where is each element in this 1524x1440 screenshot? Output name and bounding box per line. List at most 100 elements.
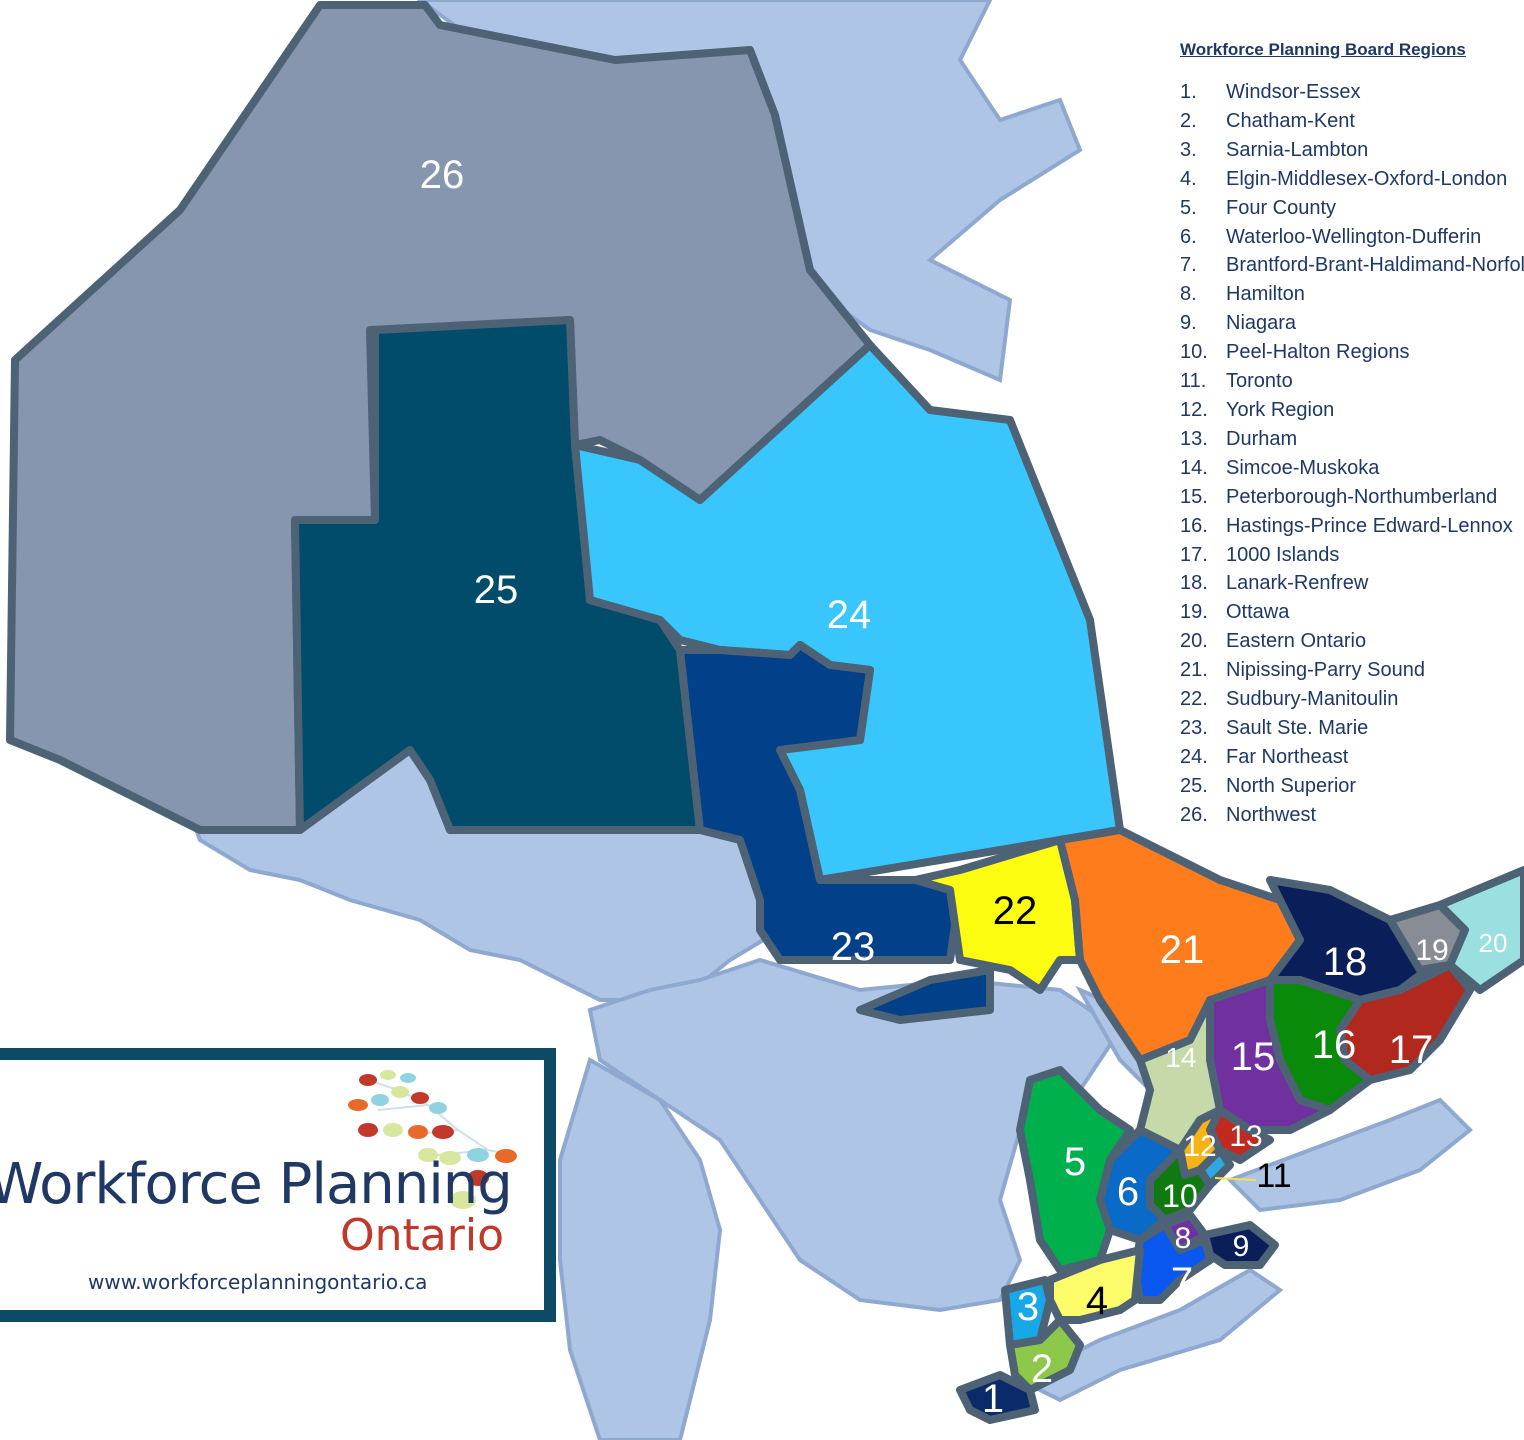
region-label-2: 2 <box>1031 1347 1053 1391</box>
legend-item-number: 6. <box>1180 225 1197 248</box>
region-legend: Workforce Planning Board Regions 1. Winds… <box>1180 40 1524 830</box>
region-labels: 26 25 24 23 22 21 18 19 20 17 16 15 14 1… <box>420 153 1508 1421</box>
legend-item-number: 13. <box>1180 427 1208 450</box>
region-label-12: 12 <box>1183 1130 1216 1163</box>
region-label-23: 23 <box>831 925 876 969</box>
legend-item: 3.Sarnia-Lambton <box>1180 136 1524 165</box>
legend-item-number: 19. <box>1180 601 1208 624</box>
legend-item: 12. York Region <box>1180 396 1524 425</box>
legend-item-name: Far Northeast <box>1226 745 1349 768</box>
region-label-10: 10 <box>1162 1178 1198 1214</box>
legend-item: 19. Ottawa <box>1180 598 1524 627</box>
lake-michigan <box>558 1057 723 1440</box>
legend-item-number: 4. <box>1180 167 1197 190</box>
legend-item-name: 1000 Islands <box>1226 543 1340 566</box>
region-label-15: 15 <box>1231 1035 1276 1079</box>
legend-item-name: Sault Ste. Marie <box>1226 716 1369 739</box>
region-label-8: 8 <box>1175 1222 1192 1255</box>
legend-item-number: 15. <box>1180 485 1208 508</box>
legend-item-number: 26. <box>1180 803 1208 826</box>
region-label-14: 14 <box>1165 1042 1196 1073</box>
legend-item-name: Niagara <box>1226 312 1297 335</box>
region-label-17: 17 <box>1389 1028 1434 1072</box>
region-20-shape <box>1436 866 1524 994</box>
legend-item: 17. 1000 Islands <box>1180 541 1524 570</box>
legend-title: Workforce Planning Board Regions <box>1180 40 1466 59</box>
legend-item-number: 20. <box>1180 630 1208 653</box>
legend-item-name: Peterborough-Northumberland <box>1226 485 1498 508</box>
legend-item-name: Elgin-Middlesex-Oxford-London <box>1226 167 1508 190</box>
legend-item-name: Durham <box>1226 427 1298 450</box>
legend-item-number: 2. <box>1180 109 1197 132</box>
legend-item-number: 12. <box>1180 398 1208 421</box>
legend-item-number: 11. <box>1180 370 1207 393</box>
region-23-island <box>856 966 994 1024</box>
legend-item: 13. Durham <box>1180 425 1524 454</box>
legend-item-name: Brantford-Brant-Haldimand-Norfolk <box>1226 254 1524 277</box>
region-3-shape <box>1001 1276 1054 1349</box>
logo-network-graphic <box>348 1070 517 1209</box>
legend-item-number: 16. <box>1180 514 1208 537</box>
legend-item-name: Ottawa <box>1226 601 1290 624</box>
region-label-4: 4 <box>1086 1279 1108 1323</box>
legend-item-number: 5. <box>1180 196 1197 219</box>
legend-item-number: 18. <box>1180 572 1208 595</box>
legend-item-number: 17. <box>1180 543 1208 566</box>
region-label-16: 16 <box>1312 1023 1357 1067</box>
legend-item: 4. Elgin-Middlesex-Oxford-London <box>1180 165 1524 194</box>
region-label-21: 21 <box>1160 928 1205 972</box>
legend-item-name: Chatham-Kent <box>1226 109 1355 132</box>
legend-item-name: Sarnia-Lambton <box>1226 138 1369 161</box>
logo-subtitle: Ontario <box>340 1210 504 1261</box>
legend-item-number: 24. <box>1180 745 1208 768</box>
region-2-shape <box>1006 1316 1084 1394</box>
region-label-1: 1 <box>982 1377 1004 1421</box>
legend-item: 20. Eastern Ontario <box>1180 627 1524 656</box>
legend-item-name: Hamilton <box>1226 283 1305 306</box>
region-22-shape <box>911 836 1084 994</box>
legend-item-name: Windsor-Essex <box>1226 81 1361 103</box>
legend-item: 15. Peterborough-Northumberland <box>1180 483 1524 512</box>
legend-item: 11. Toronto <box>1180 367 1524 396</box>
legend-item-number: 10. <box>1180 341 1208 364</box>
legend-item-name: Eastern Ontario <box>1226 630 1367 653</box>
legend-item-number: 9. <box>1180 312 1197 335</box>
legend-item-name: Sudbury-Manitoulin <box>1226 688 1399 711</box>
region-label-25: 25 <box>474 568 519 612</box>
legend-list: 1. Windsor-Essex 2. Chatham-Kent 3.Sarnia-La… <box>1180 78 1524 830</box>
legend-item: 26.Northwest <box>1180 801 1524 830</box>
workforce-planning-logo: Workforce Planning Ontario www.workforce… <box>0 1048 556 1322</box>
region-label-19: 19 <box>1415 934 1448 967</box>
region-label-18: 18 <box>1323 940 1368 984</box>
legend-item: 2. Chatham-Kent <box>1180 107 1524 136</box>
legend-item-number: 14. <box>1180 456 1208 479</box>
region-label-9: 9 <box>1233 1230 1250 1263</box>
legend-item-number: 1. <box>1180 81 1197 103</box>
legend-item-number: 22. <box>1180 688 1208 711</box>
legend-item-number: 8. <box>1180 283 1197 306</box>
region-label-22: 22 <box>993 889 1038 933</box>
legend-item-number: 7. <box>1180 254 1197 277</box>
legend-item-name: Peel-Halton Regions <box>1226 341 1410 364</box>
region-label-3: 3 <box>1017 1285 1039 1329</box>
legend-item-number: 23. <box>1180 716 1208 739</box>
legend-item: 23. Sault Ste. Marie <box>1180 714 1524 743</box>
region-label-26: 26 <box>420 153 465 197</box>
legend-item: 9. Niagara <box>1180 309 1524 338</box>
legend-item: 18. Lanark-Renfrew <box>1180 569 1524 598</box>
region-label-11: 11 <box>1256 1157 1291 1195</box>
legend-item: 5.Four County <box>1180 194 1524 223</box>
legend-item-name: Lanark-Renfrew <box>1226 572 1369 595</box>
legend-item: 22. Sudbury-Manitoulin <box>1180 685 1524 714</box>
legend-item-name: York Region <box>1226 398 1335 421</box>
logo-url: www.workforceplanningontario.ca <box>88 1270 428 1294</box>
legend-item: 21.Nipissing-Parry Sound <box>1180 656 1524 685</box>
region-label-13: 13 <box>1229 1120 1262 1153</box>
region-label-20: 20 <box>1479 928 1508 958</box>
legend-item-name: Waterloo-Wellington-Dufferin <box>1226 225 1482 248</box>
legend-item-name: Nipissing-Parry Sound <box>1226 659 1425 682</box>
region-label-24: 24 <box>827 593 872 637</box>
legend-item-name: Hastings-Prince Edward-Lennox <box>1226 514 1513 537</box>
legend-item-name: Toronto <box>1226 370 1293 393</box>
